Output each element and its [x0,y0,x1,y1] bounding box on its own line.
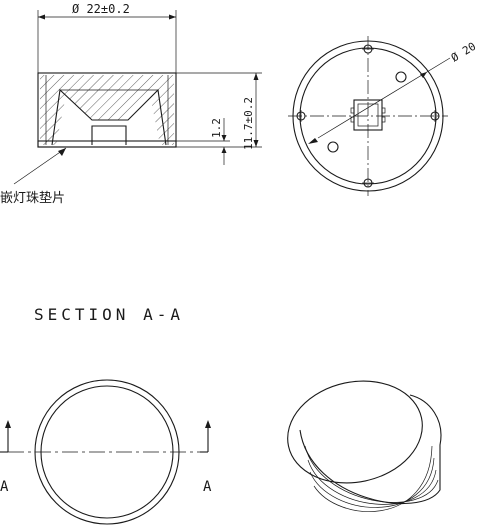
annotation-label: 嵌灯珠垫片 [0,190,65,206]
isometric-view [287,380,442,512]
led-seat [91,125,127,145]
section-mark-left: A [0,479,9,495]
iso-top-face [287,380,423,484]
section-mark-right: A [203,479,212,495]
outer-diameter-label: Ø 22±0.2 [72,2,130,16]
section-title: SECTION A-A [34,305,184,324]
inner-diameter-dim-line [317,57,451,139]
bottom-view: A A [0,379,212,525]
inner-cavity [51,88,167,146]
annotation-leader [13,147,67,185]
inner-diameter-label: Ø 20 [449,40,478,65]
top-view: Ø 20 [288,36,478,196]
wire-hole-upper [395,71,407,83]
iso-body-side [299,394,442,504]
side-section-view: Ø 22±0.2 11.7±0.2 1.2 嵌灯珠垫片 [0,2,262,206]
wire-hole-lower [327,141,339,153]
led-pad [353,99,383,131]
base-plate [37,140,177,148]
section-hatch [40,75,174,145]
height-label: 11.7±0.2 [242,97,255,150]
base-thickness-label: 1.2 [210,118,223,138]
